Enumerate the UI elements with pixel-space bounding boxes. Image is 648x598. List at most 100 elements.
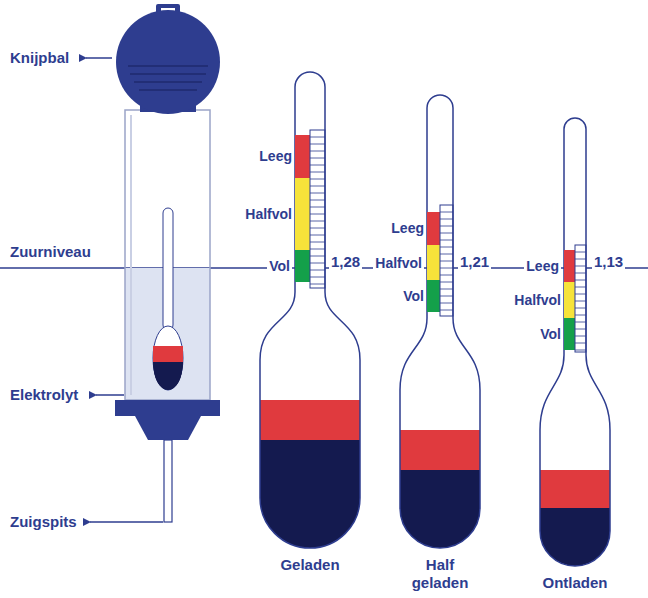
float-outline [540,118,610,566]
scale-tick [310,221,325,222]
scale-label: Halfvol [245,205,292,223]
state-label: Half geladen [400,556,480,592]
scale-tick [575,322,586,323]
scale-tick [310,151,325,152]
density-value: 1,21 [458,253,491,271]
scale-tick [440,254,453,255]
scale-tick [310,158,325,159]
scale-label: Halfvol [373,254,424,272]
scale-frame [310,130,325,288]
part-label: Knijpbal [10,49,69,67]
leader-arrow [86,57,112,59]
scale-tick [575,252,586,253]
leader-arrow [96,394,124,396]
scale-tick [310,193,325,194]
scale-tick [440,247,453,248]
scale-tick [575,287,586,288]
scale-label: Leeg [391,219,424,237]
scale-tick [575,259,586,260]
scale-band [427,280,440,312]
hydrometer-float [538,118,612,570]
scale-tick [440,261,453,262]
scale-tick [440,226,453,227]
scale-tick [310,270,325,271]
scale-tick [310,277,325,278]
bottom-cap [115,400,220,416]
lead-weight [258,440,362,552]
float-weights [258,400,362,552]
scale-tick [440,310,453,311]
scale-band [427,212,440,245]
scale-tick [310,235,325,236]
scale-tick [575,343,586,344]
scale-tick [440,303,453,304]
float-weights [398,430,482,552]
scale-tick [575,350,586,351]
hydrometer-float [258,72,362,552]
scale-tick [440,289,453,290]
scale-tick [310,165,325,166]
scale-tick [310,249,325,250]
scale-tick [440,282,453,283]
scale-tick [575,280,586,281]
scale-label: Leeg [524,257,561,275]
scale-tick [310,207,325,208]
lead-weight [398,470,482,552]
scale-tick [575,308,586,309]
state-label: Geladen [280,556,339,574]
scale-tick [575,294,586,295]
scale-tick [440,296,453,297]
red-weight [258,400,362,440]
scale-tick [575,273,586,274]
scale-tick [575,315,586,316]
state-label: Ontladen [542,574,607,592]
scale-label: Halfvol [514,291,561,309]
bulb-ribs [128,66,208,90]
scale-frame [440,205,453,316]
scale-label: Leeg [259,147,292,165]
part-label: Zuigspits [10,513,77,531]
scale-band [295,135,310,178]
scale-label: Vol [403,287,424,305]
scale-band [564,282,575,318]
glass-tube [125,110,210,400]
float-outline [260,72,360,548]
scale-tick [575,301,586,302]
scale-band [564,250,575,282]
part-label: Elektrolyt [10,386,78,404]
suction-tip [164,440,172,522]
red-weight [398,430,482,470]
scale-tick [310,144,325,145]
scale-tick [310,137,325,138]
scale-tick [310,284,325,285]
inner-float [153,208,183,390]
lead-weight [538,508,612,570]
density-value: 1,28 [329,253,362,271]
scale-tick [310,242,325,243]
scale-tick [310,179,325,180]
float-outline [400,95,480,548]
scale-tick [440,275,453,276]
scale-tick [310,172,325,173]
scale-tick [440,233,453,234]
scale-tick [575,336,586,337]
scale-tick [310,256,325,257]
scale-frame [575,245,586,352]
scale-tick [440,219,453,220]
scale-tick [440,268,453,269]
red-weight [538,470,612,508]
leader-arrow [90,521,163,523]
scale-tick [310,214,325,215]
scale-tick [575,329,586,330]
scale-label: Vol [540,325,561,343]
scale-band [427,245,440,280]
scale-band [295,250,310,282]
scale-tick [440,212,453,213]
scale-tick [440,240,453,241]
scale-tick [310,200,325,201]
scale-band [295,178,310,250]
scale-label: Vol [267,257,292,275]
scale-band [564,318,575,350]
scale-tick [310,228,325,229]
